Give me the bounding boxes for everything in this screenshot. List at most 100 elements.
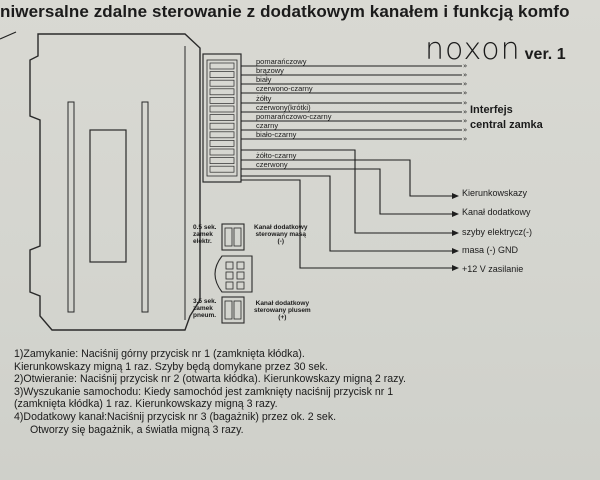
connector-pin: [209, 62, 235, 70]
instruction-line: 2)Otwieranie: Naciśnij przycisk nr 2 (ot…: [14, 373, 406, 386]
output-label-zasilanie: +12 V zasilanie: [462, 264, 524, 274]
wires: [241, 65, 462, 271]
connector-pin: [209, 131, 235, 139]
wire-label: żółto-czarny: [256, 151, 297, 160]
label-35-sek-line: zamek: [193, 305, 213, 312]
wire-line: [241, 168, 452, 215]
output-arrow: [452, 265, 459, 271]
aux-connector-center-pin: [236, 261, 245, 270]
connector-pin: [209, 97, 235, 104]
label-05-sek-line: elektr.: [193, 238, 212, 245]
aux-connector-center-pin: [236, 271, 245, 280]
connector-pin: [209, 114, 235, 121]
connector-pin: [209, 122, 235, 130]
wire-end-mark: »: [463, 89, 467, 97]
main-connector: [202, 53, 242, 183]
output-arrow: [452, 211, 459, 217]
label-kanal-masa-line: (-): [277, 238, 284, 245]
page-title: niwersalne zdalne sterowanie z dodatkowy…: [0, 2, 570, 21]
wire-label: czerwony: [256, 160, 288, 169]
control-unit-body: [29, 33, 201, 331]
connector-pins: [209, 62, 235, 173]
instruction-line: 3)Wyszukanie samochodu: Kiedy samochód j…: [14, 385, 394, 398]
label-kanal-plus-line: sterowany plusem: [254, 307, 311, 314]
instructions: 1)Zamykanie: Naciśnij górny przycisk nr …: [14, 348, 600, 436]
instruction-line: Kierunkowskazy migną 1 raz. Szyby będą d…: [14, 360, 328, 373]
wire-label: pomarańczowy: [256, 57, 307, 66]
corner-mark: [0, 31, 17, 40]
output-arrow: [452, 248, 459, 254]
aux-connector-center-pin: [225, 261, 234, 270]
label-kanal-masa-line: sterowany masą: [255, 231, 307, 238]
wire-line: [241, 175, 452, 252]
output-arrow: [452, 230, 459, 236]
wire-end-mark: »: [463, 108, 467, 116]
label-kanal-plus-line: Kanał dodatkowy: [255, 300, 310, 307]
brand-logo-text: noxon: [425, 38, 521, 64]
label-kanal-masa: Kanał dodatkowy sterowany masą (-): [254, 224, 307, 245]
wire-label: pomarańczowo-czarny: [256, 112, 332, 121]
output-label-kanal-dodatkowy: Kanał dodatkowy: [462, 207, 531, 217]
aux-connector-05-pin-a: [224, 227, 233, 247]
connector-pin: [209, 140, 235, 147]
control-unit-slot-right: [141, 101, 149, 313]
control-unit-window: [89, 129, 127, 263]
label-35-sek-line: 3.5 sek.: [193, 298, 217, 305]
wire-label: brązowy: [256, 66, 284, 75]
aux-connector-35-pin-b: [233, 300, 242, 320]
label-kanal-plus: Kanał dodatkowy sterowany plusem (+): [254, 300, 311, 321]
output-arrow: [452, 193, 459, 199]
brand-version: ver. 1: [524, 46, 566, 63]
aux-connector-05: [221, 223, 245, 251]
interfejs-label-line1: Interfejs: [470, 104, 513, 116]
connector-pin: [209, 105, 235, 113]
wire-end-marks: »»»»»»»»»: [463, 62, 467, 143]
label-05-sek-line: 0.5 sek.: [193, 224, 217, 231]
aux-connector-center-pin: [236, 281, 245, 290]
label-05-sek: 0.5 sek. zamek elektr.: [193, 224, 217, 245]
wire-end-mark: »: [463, 62, 467, 70]
wire-end-mark: »: [463, 80, 467, 88]
control-unit-slot-left: [67, 101, 75, 313]
instruction-line: (zamknięta kłódka) 1 raz. Kierunkowskazy…: [14, 398, 278, 411]
aux-connector-35-pin-a: [224, 300, 233, 320]
connector-pin: [209, 88, 235, 96]
connector-pin: [209, 157, 235, 164]
connector-pin: [209, 148, 235, 156]
instruction-line: 1)Zamykanie: Naciśnij górny przycisk nr …: [14, 348, 305, 360]
aux-connector-35: [221, 296, 245, 324]
output-label-masa: masa (-) GND: [462, 245, 518, 255]
wire-label: biały: [256, 75, 272, 84]
label-kanal-masa-line: Kanał dodatkowy: [254, 224, 308, 231]
instruction-line: Otworzy się bagażnik, a światła migną 3 …: [30, 423, 244, 436]
label-kanal-plus-line: (+): [278, 314, 287, 321]
wire-line: [241, 179, 452, 269]
wire-label: żółty: [256, 94, 272, 103]
output-label-szyby: szyby elektrycz(-): [462, 227, 533, 237]
wire-line: [241, 149, 452, 234]
connector-pin: [209, 165, 235, 173]
wire-label: czarny: [256, 121, 279, 130]
main-connector-inner: [206, 59, 238, 177]
output-label-kierunkowskazy: Kierunkowskazy: [462, 188, 528, 198]
wire-end-mark: »: [463, 71, 467, 79]
interfejs-label-line2: central zamka: [470, 119, 543, 131]
label-05-sek-line: zamek: [193, 231, 213, 238]
wire-label: biało-czarny: [256, 130, 297, 139]
wire-line: [241, 159, 452, 197]
wire-label: czerwono-czarny: [256, 84, 313, 93]
connector-pin: [209, 79, 235, 87]
aux-connector-05-pin-b: [233, 227, 242, 247]
wire-end-mark: »: [463, 117, 467, 125]
instruction-line: 4)Dodatkowy kanał:Naciśnij przycisk nr 3…: [14, 410, 337, 423]
wire-label: czerwony(krótki): [256, 103, 311, 112]
connector-pin: [209, 71, 235, 78]
label-35-sek-line: pneum.: [193, 312, 217, 319]
wire-end-mark: »: [463, 126, 467, 134]
label-35-sek: 3.5 sek. zamek pneum.: [193, 298, 217, 319]
aux-connector-center: [214, 255, 253, 293]
aux-connector-center-pin: [225, 281, 234, 290]
wire-end-mark: »: [463, 135, 467, 143]
